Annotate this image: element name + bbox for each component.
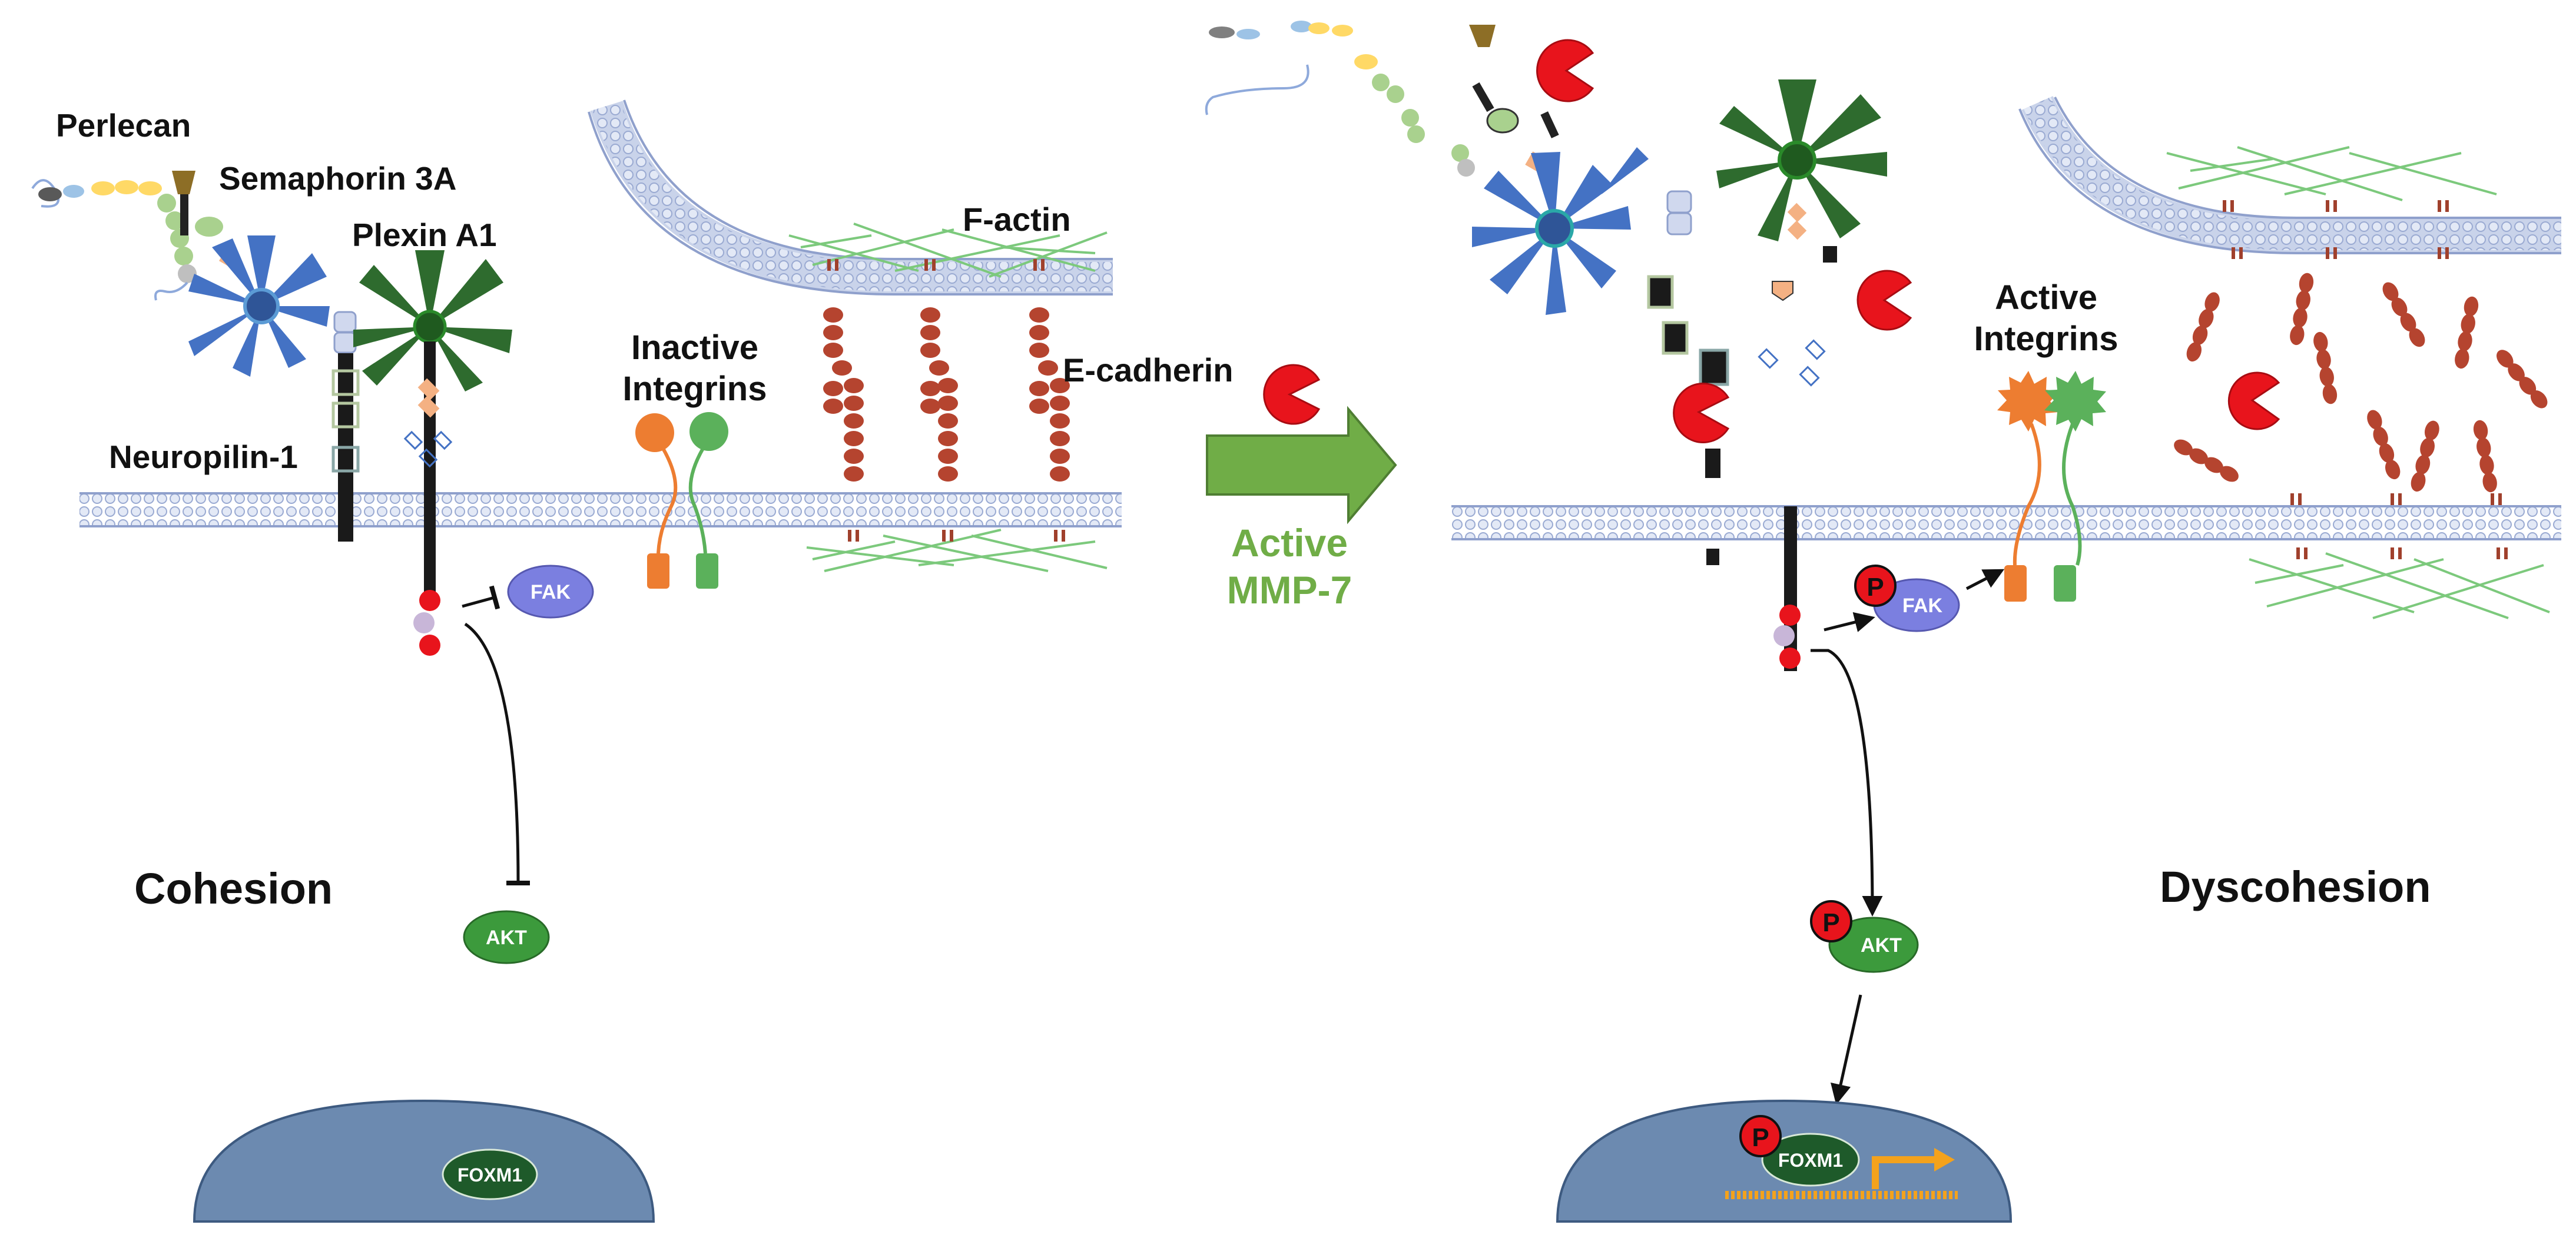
cadherin-chain	[920, 307, 958, 482]
cadherin-chain	[823, 307, 864, 482]
right-nucleus: FOXM1 P	[1556, 1099, 2013, 1223]
transition-arrow	[1206, 406, 1397, 525]
semaphorin-label: Semaphorin 3A	[219, 160, 456, 197]
right-cadherin-fragments	[2174, 200, 2548, 559]
right-f-actin-top	[2166, 146, 2497, 201]
mmp7-molecules-right	[1536, 39, 2280, 443]
akt-oval-right: AKT P	[1810, 900, 1919, 973]
left-panel: FAK AKT FOXM1 Perlecan Semaphorin 3A Ple…	[31, 99, 1233, 1223]
cleaved-perlecan	[1205, 21, 1475, 177]
active-mmp7-label-line1: Active	[1231, 521, 1348, 565]
neuropilin-1-starburst	[188, 235, 330, 377]
mmp7-pacman-icon	[1263, 364, 1321, 425]
inactive-integrins-label-line2: Integrins	[623, 370, 767, 408]
perlecan-label: Perlecan	[56, 107, 191, 144]
e-cadherin-label: E-cadherin	[1063, 351, 1233, 389]
mmp7-pacman-icon	[2227, 371, 2280, 430]
plexin-a1-right	[1716, 79, 1887, 671]
active-integrins	[1997, 371, 2106, 602]
cadherin-chain	[1029, 307, 1070, 482]
left-f-actin-bottom	[806, 529, 1108, 572]
left-plasma-membrane	[79, 492, 1122, 527]
dyscohesion-label: Dyscohesion	[2160, 862, 2431, 911]
akt-oval-left: AKT	[463, 910, 550, 964]
f-actin-label: F-actin	[963, 201, 1071, 238]
neuropilin-receptor	[331, 311, 360, 542]
active-mmp7-label-line2: MMP-7	[1227, 568, 1352, 612]
plexin-label: Plexin A1	[352, 217, 497, 253]
right-f-actin-bottom	[2249, 552, 2550, 619]
phospho-label-fak: P	[1866, 573, 1884, 602]
fak-label: FAK	[531, 581, 571, 603]
right-neighbor-membrane	[2018, 95, 2561, 254]
foxm1-label: FOXM1	[457, 1164, 522, 1186]
left-f-actin-top	[788, 223, 1108, 278]
plexin-a1	[353, 250, 512, 656]
mmp7-center: Active MMP-7	[1206, 364, 1397, 612]
inactive-integrins	[635, 412, 728, 589]
mmp7-pacman-icon	[1673, 383, 1730, 443]
mmp7-pacman-icon	[1536, 39, 1594, 102]
perlecan	[31, 179, 197, 301]
mmp7-pacman-icon	[1856, 270, 1912, 331]
foxm1-label-right: FOXM1	[1778, 1150, 1843, 1171]
phospho-label-akt: P	[1822, 908, 1839, 937]
right-activation-arrows	[1811, 569, 2005, 1105]
fak-label-right: FAK	[1902, 595, 1942, 617]
active-integrins-label-line2: Integrins	[1974, 320, 2119, 358]
fak-oval-right: FAK P	[1854, 565, 1960, 632]
left-neighbor-membrane	[588, 99, 1113, 296]
neuropilin-1-starburst-right	[1472, 147, 1649, 315]
akt-label-right: AKT	[1861, 934, 1902, 957]
right-plasma-membrane	[1451, 505, 2561, 540]
neuropilin-label: Neuropilin-1	[109, 439, 298, 475]
cohesion-label: Cohesion	[134, 864, 333, 913]
left-inhibition-arrows	[462, 585, 531, 886]
left-e-cadherin-chains	[823, 259, 1070, 542]
akt-label: AKT	[486, 927, 527, 949]
neuropilin-receptor-right	[1647, 190, 1729, 565]
fak-oval-left: FAK	[507, 565, 594, 619]
right-panel: FAK P AKT P FOXM1 P Active Integrins Dys…	[1205, 21, 2561, 1223]
active-integrins-label-line1: Active	[1995, 278, 2097, 317]
inactive-integrins-label-line1: Inactive	[631, 328, 758, 367]
left-nucleus: FOXM1	[193, 1099, 655, 1223]
phospho-label-foxm1: P	[1752, 1123, 1769, 1152]
